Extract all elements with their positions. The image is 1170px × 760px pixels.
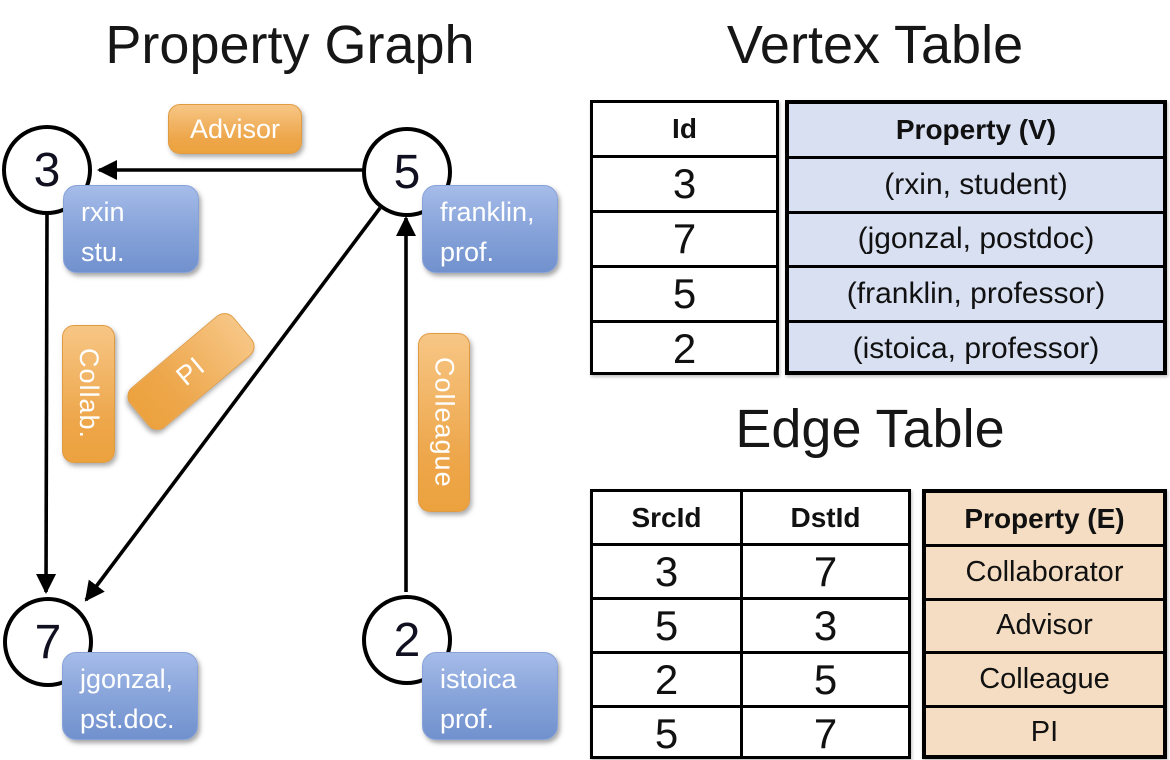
edge-table-id-columns: SrcId DstId 3 7 5 3 2 5 5 7 [590, 489, 911, 759]
edge-table-property-header: Property (E) [964, 502, 1125, 534]
edge-label-advisor-text: Advisor [189, 113, 281, 144]
vertex-label-line1: istoica [440, 664, 517, 694]
edge-label-collab: Collab. [62, 325, 115, 463]
vertex-table-property-cell: (franklin, professor) [789, 265, 1163, 320]
edge-table-dstid-cell: 5 [740, 654, 908, 705]
edge-table-dstid-cell: 7 [740, 546, 908, 597]
vertex-table-property-cell: (rxin, student) [789, 156, 1163, 211]
vertex-table-property-header: Property (V) [895, 114, 1057, 145]
edge-table-property-cell: Collaborator [926, 544, 1163, 598]
vertex-table-id-cell: 7 [593, 210, 776, 265]
vertex-table-id-column: Id 3 7 5 2 [590, 100, 779, 375]
edge-table-title: Edge Table [735, 399, 1005, 459]
edge-table-dstid-cell: 7 [740, 708, 908, 759]
vertex-label-rxin: rxin stu. [63, 185, 199, 273]
edge-table-srcid-header: SrcId [631, 501, 702, 533]
edge-table-dstid-header: DstId [740, 492, 908, 543]
edge-3-to-7-collaborator [36, 213, 57, 594]
vertex-label-line1: rxin [81, 197, 125, 227]
vertex-table-title: Vertex Table [726, 15, 1024, 75]
edge-5-to-7-pi [84, 206, 382, 602]
vertex-table-id-cell: 5 [593, 265, 776, 320]
vertex-table-property-cell: (jgonzal, postdoc) [789, 210, 1163, 266]
vertex-label-line1: jgonzal, [80, 664, 174, 694]
vertex-node-3: 3 [2, 125, 92, 215]
edge-label-collab-text: Collab. [74, 348, 104, 440]
vertex-table-id-cell: 2 [593, 320, 776, 375]
edge-table-dstid-cell: 3 [740, 600, 908, 651]
edge-table-srcid-cell: 5 [654, 709, 679, 757]
vertex-label-line2: prof. [440, 704, 495, 734]
vertex-table-id-header: Id [672, 113, 697, 144]
vertex-table-property-column: Property (V) (rxin, student) (jgonzal, p… [785, 100, 1167, 375]
property-graph-title: Property Graph [105, 15, 475, 75]
edge-label-colleague: Colleague [418, 333, 470, 512]
vertex-table-property-cell: (istoica, professor) [789, 319, 1163, 375]
vertex-label-line2: pst.doc. [80, 704, 175, 734]
edge-table-property-cell: PI [926, 704, 1163, 759]
edge-table-property-cell: Colleague [926, 651, 1163, 705]
vertex-label-franklin: franklin, prof. [422, 185, 558, 273]
vertex-label-istoica: istoica prof. [422, 652, 558, 740]
edge-table-srcid-cell: 2 [654, 655, 679, 703]
vertex-table-id-cell: 3 [593, 155, 776, 210]
edge-table-property-column: Property (E) Collaborator Advisor Collea… [922, 489, 1167, 759]
edge-table-property-cell: Advisor [926, 597, 1163, 652]
vertex-label-line2: prof. [440, 237, 495, 267]
edge-table-srcid-cell: 3 [654, 547, 679, 595]
edge-table-srcid-cell: 5 [654, 601, 679, 649]
vertex-label-jgonzal: jgonzal, pst.doc. [62, 652, 198, 740]
edge-label-advisor: Advisor [168, 104, 302, 154]
edge-label-colleague-text: Colleague [429, 357, 460, 488]
vertex-label-line2: stu. [81, 237, 125, 267]
vertex-label-line1: franklin, [440, 197, 535, 227]
